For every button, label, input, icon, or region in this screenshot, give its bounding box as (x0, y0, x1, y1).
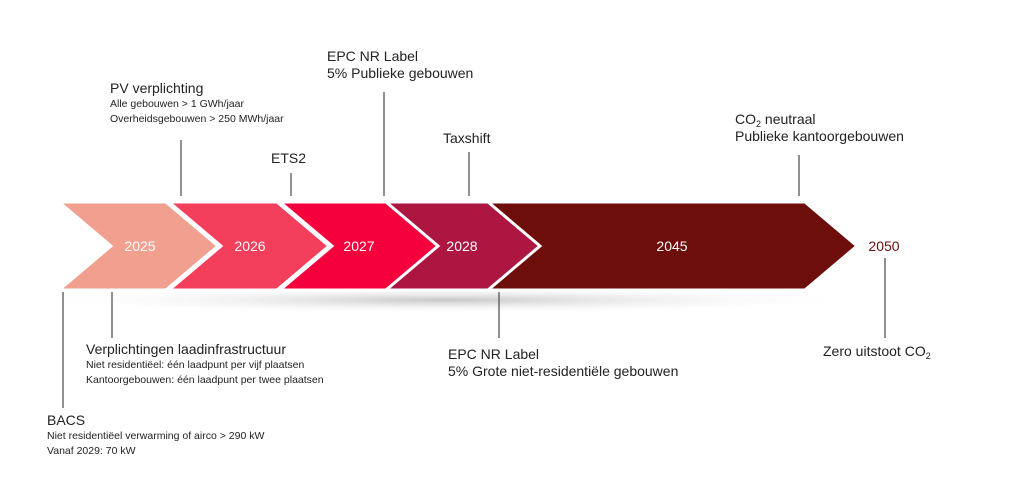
ets2-title: ETS2 (271, 150, 307, 166)
co2-neutral-line1: Publieke kantoorgebouwen (735, 128, 904, 145)
bacs-title: BACS (47, 412, 86, 428)
epc-nonres-title: EPC NR Label (448, 346, 540, 362)
epc-public-title: EPC NR Label (327, 48, 419, 64)
bacs-label: BACS Niet residentiëel verwarming of air… (47, 412, 264, 458)
ets2-label: ETS2 (271, 150, 306, 167)
epc-nonres-label: EPC NR Label 5% Grote niet-residentiële … (448, 346, 678, 380)
year-2028-label: 2028 (446, 238, 477, 254)
year-2025-label: 2025 (124, 238, 155, 254)
epc-public-label: EPC NR Label 5% Publieke gebouwen (327, 48, 473, 82)
epc-nonres-line1: 5% Grote niet-residentiële gebouwen (448, 363, 679, 380)
pv-obligation-line1: Alle gebouwen > 1 GWh/jaar (110, 98, 244, 111)
pv-obligation-line2: Overheidsgebouwen > 250 MWh/jaar (110, 112, 284, 125)
co2-neutral-suffix: neutraal (761, 111, 816, 127)
pv-obligation-title: PV verplichting (110, 80, 204, 96)
bacs-line1: Niet residentiëel verwarming of airco > … (47, 430, 265, 443)
year-2050-label: 2050 (868, 238, 899, 254)
timeline-shadow (25, 286, 865, 314)
charging-infra-title: Verplichtingen laadinfrastructuur (86, 341, 287, 357)
zero-emission-title: Zero uitstoot CO2 (823, 343, 931, 361)
chevron-2025 (54, 200, 221, 292)
year-2045-label: 2045 (656, 238, 687, 254)
co2-neutral-label: CO2 neutraal Publieke kantoorgebouwen (735, 111, 904, 145)
charging-infra-line1: Niet residentiëel: één laadpunt per vijf… (86, 359, 305, 372)
pv-obligation-label: PV verplichting Alle gebouwen > 1 GWh/ja… (110, 80, 284, 126)
chevron-2027 (275, 200, 441, 292)
year-2027-label: 2027 (343, 238, 374, 254)
co2-neutral-subscript: 2 (756, 119, 762, 129)
zero-emission-subscript: 2 (925, 351, 931, 361)
zero-emission-label: Zero uitstoot CO2 (823, 343, 931, 361)
epc-public-line1: 5% Publieke gebouwen (327, 65, 474, 82)
bacs-line2: Vanaf 2029: 70 kW (47, 444, 136, 457)
co2-neutral-title: CO2 neutraal (735, 111, 904, 129)
year-2026-label: 2026 (234, 238, 265, 254)
taxshift-label: Taxshift (443, 130, 490, 147)
taxshift-title: Taxshift (443, 130, 491, 146)
chevron-2026 (164, 200, 332, 292)
charging-infra-line2: Kantoorgebouwen: één laadpunt per twee p… (86, 373, 324, 386)
charging-infra-label: Verplichtingen laadinfrastructuur Niet r… (86, 341, 324, 387)
zero-emission-prefix: Zero uitstoot CO (823, 343, 926, 359)
co2-neutral-prefix: CO (735, 111, 756, 127)
